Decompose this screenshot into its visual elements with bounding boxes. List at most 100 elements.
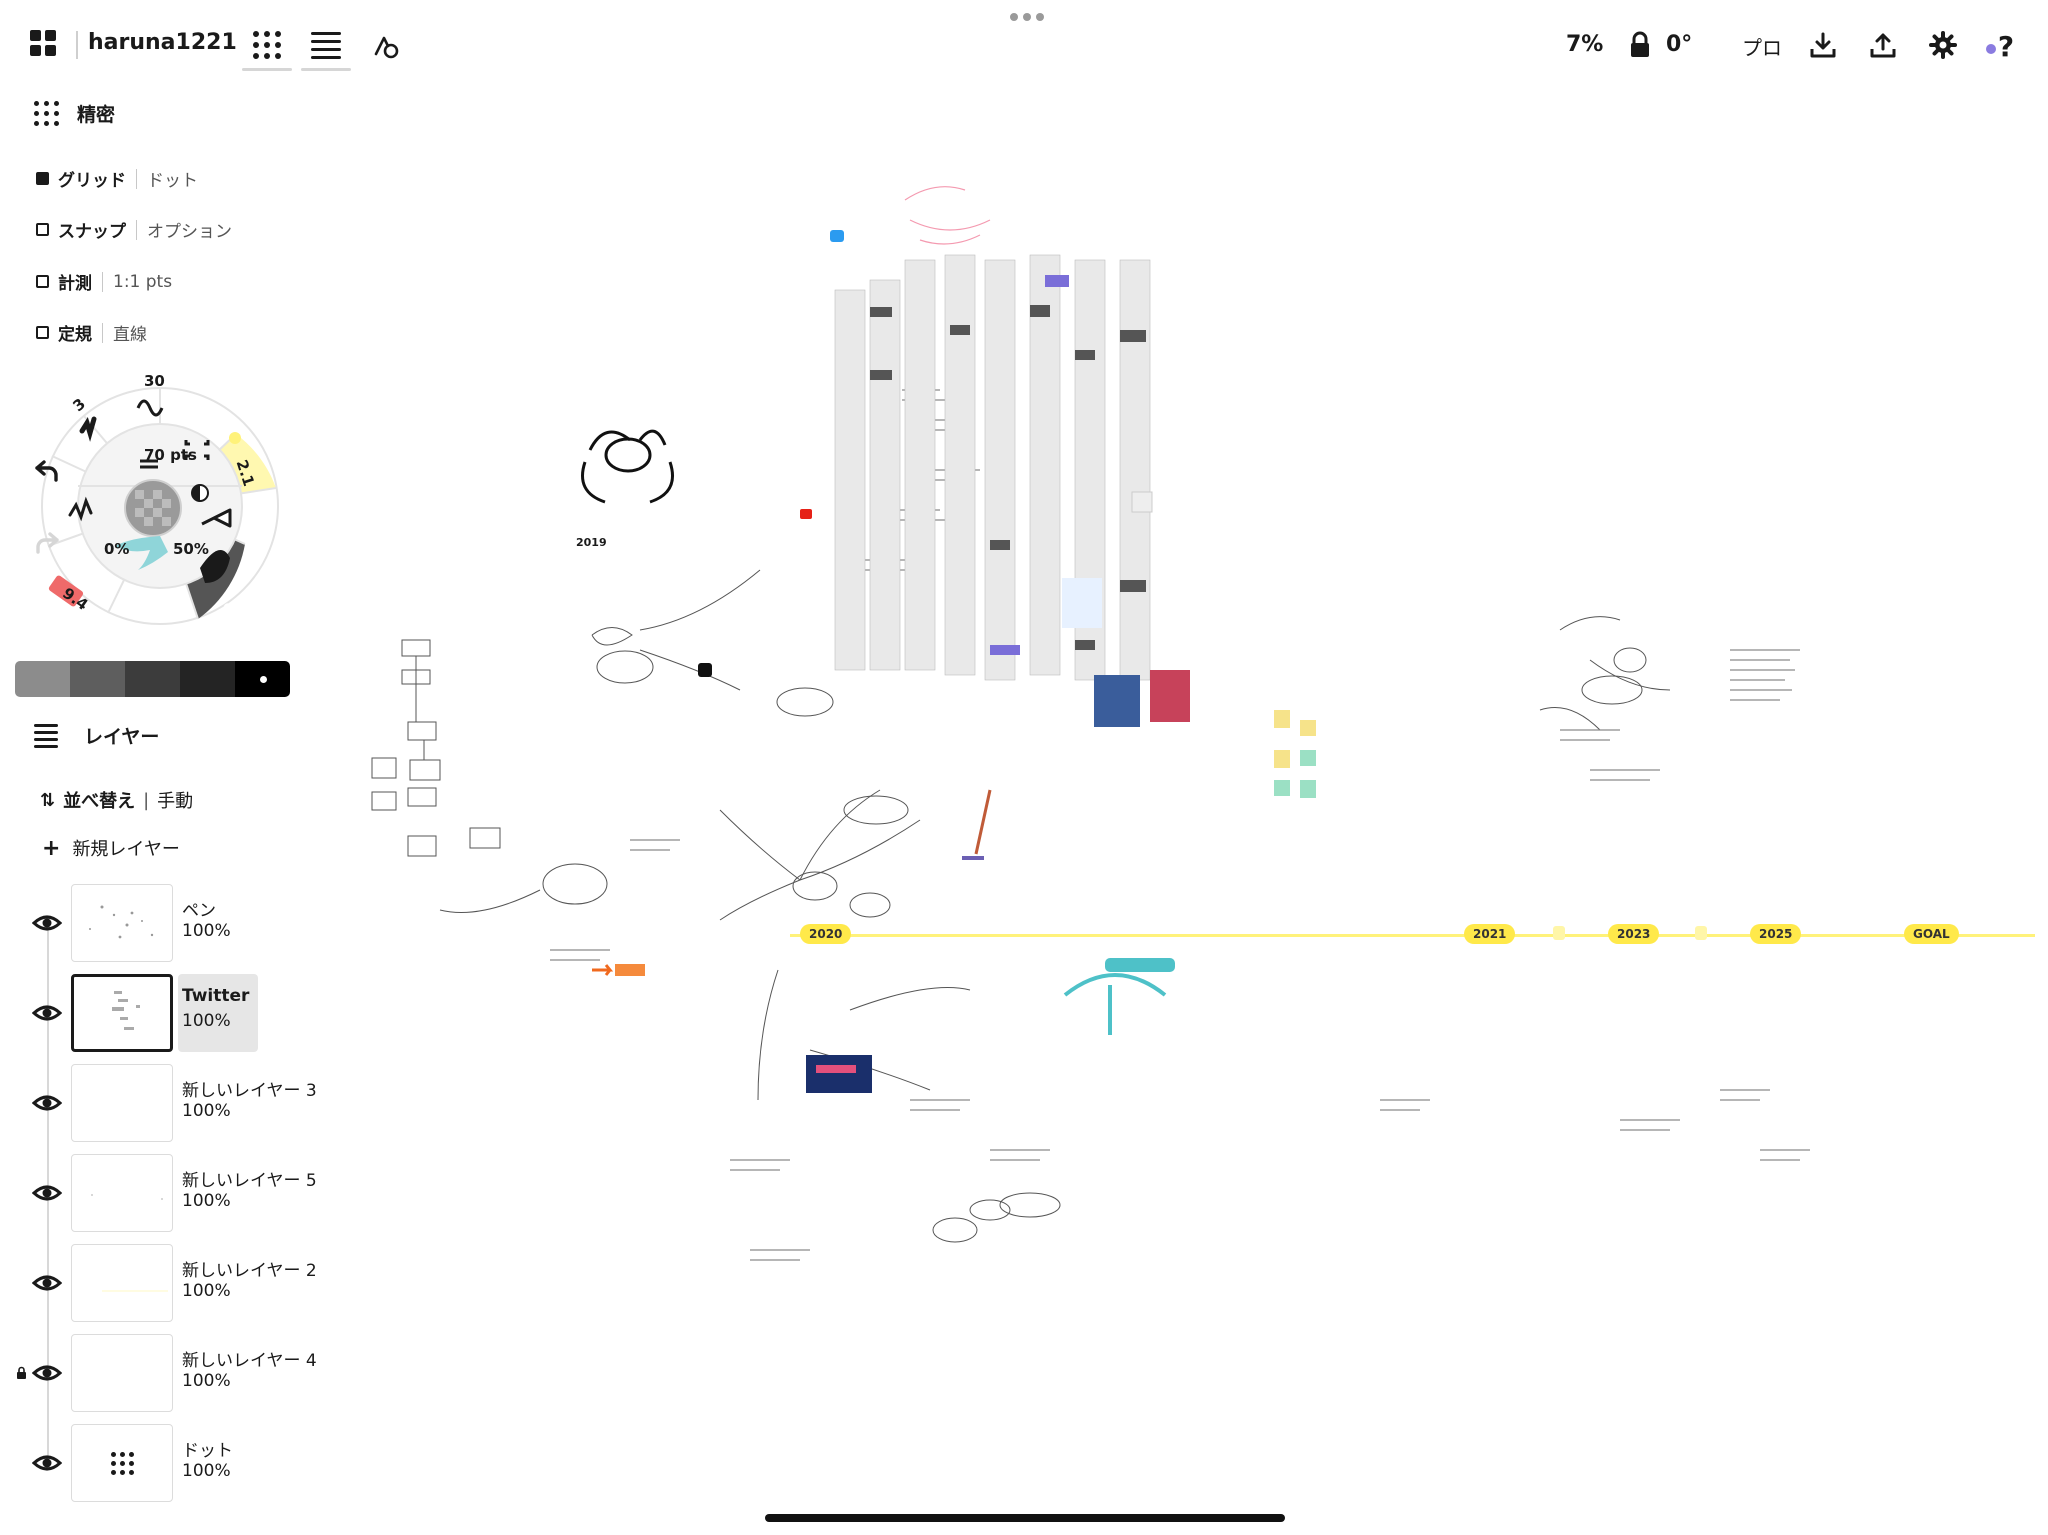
layer-opacity: 100% bbox=[182, 1101, 231, 1121]
lock-icon[interactable] bbox=[16, 1366, 27, 1379]
layer-opacity: 100% bbox=[182, 1281, 231, 1301]
rotation-value[interactable]: 0° bbox=[1666, 32, 1693, 57]
measure-option[interactable]: 計測 1:1 pts bbox=[36, 269, 172, 294]
swatch-2[interactable] bbox=[70, 661, 125, 697]
help-button[interactable]: ? bbox=[1984, 29, 2018, 63]
precision-dots-icon bbox=[34, 101, 59, 126]
swatch-selected-dot bbox=[259, 676, 267, 683]
layer-row-new-2[interactable]: 新しいレイヤー 2 100% bbox=[0, 1244, 320, 1324]
download-icon bbox=[1810, 32, 1836, 58]
layer-thumbnail[interactable] bbox=[71, 1064, 173, 1142]
layer-row-new-5[interactable]: 新しいレイヤー 5 100% bbox=[0, 1154, 320, 1234]
eye-icon[interactable] bbox=[32, 1360, 62, 1386]
eye-icon[interactable] bbox=[32, 1450, 62, 1476]
layer-row-pen[interactable]: ペン 100% bbox=[0, 884, 320, 964]
ruler-checkbox[interactable] bbox=[36, 326, 49, 339]
canvas[interactable]: 2019 bbox=[330, 90, 2048, 1500]
precision-header[interactable]: 精密 bbox=[34, 100, 115, 127]
toolbar-divider bbox=[76, 31, 78, 59]
layer-name: 新しいレイヤー 4 bbox=[182, 1351, 317, 1371]
canvas-sketches bbox=[371, 186, 1810, 1261]
layer-opacity: 100% bbox=[182, 1371, 231, 1391]
youtube-icon bbox=[800, 509, 812, 519]
gallery-icon bbox=[30, 30, 56, 56]
layers-menu-button[interactable] bbox=[309, 30, 343, 60]
undo-icon bbox=[35, 460, 58, 482]
upload-button[interactable] bbox=[1868, 30, 1898, 60]
swatch-3[interactable] bbox=[125, 661, 180, 697]
eye-icon[interactable] bbox=[32, 1180, 62, 1206]
eye-icon[interactable] bbox=[32, 1000, 62, 1026]
layer-row-new-4[interactable]: 新しいレイヤー 4 100% bbox=[0, 1334, 320, 1414]
measure-checkbox[interactable] bbox=[36, 275, 49, 288]
layer-row-dots[interactable]: ドット 100% bbox=[0, 1424, 320, 1504]
ruler-value[interactable]: 直線 bbox=[113, 325, 147, 345]
sort-value[interactable]: 手動 bbox=[157, 791, 194, 812]
grid-value[interactable]: ドット bbox=[147, 171, 198, 191]
layer-row-new-3[interactable]: 新しいレイヤー 3 100% bbox=[0, 1064, 320, 1144]
measure-value[interactable]: 1:1 pts bbox=[113, 271, 173, 292]
grid-checkbox[interactable] bbox=[36, 172, 49, 185]
active-tab-indicator-2 bbox=[301, 68, 351, 71]
redo-button[interactable] bbox=[34, 530, 60, 558]
lock-button[interactable] bbox=[1628, 30, 1652, 60]
timeline-2021[interactable]: 2021 bbox=[1464, 924, 1516, 944]
layer-thumbnail[interactable] bbox=[71, 884, 173, 962]
layer-row-twitter[interactable]: Twitter 100% bbox=[0, 974, 320, 1054]
layer-thumbnail[interactable] bbox=[71, 1154, 173, 1232]
snap-value[interactable]: オプション bbox=[147, 222, 232, 242]
layer-thumbnail[interactable] bbox=[71, 974, 173, 1052]
layer-name: ペン bbox=[182, 901, 216, 921]
pro-button[interactable]: プロ bbox=[1742, 36, 1782, 60]
swatch-1[interactable] bbox=[15, 661, 70, 697]
grid-option[interactable]: グリッド ドット bbox=[36, 166, 198, 191]
layer-opacity: 100% bbox=[182, 1461, 231, 1481]
layer-opacity: 100% bbox=[182, 1011, 231, 1031]
layers-header[interactable]: レイヤー bbox=[34, 722, 159, 749]
document-title[interactable]: haruna1221 bbox=[88, 30, 237, 55]
eye-icon[interactable] bbox=[32, 1090, 62, 1116]
timeline-2023[interactable]: 2023 bbox=[1608, 924, 1660, 944]
ruler-option[interactable]: 定規 直線 bbox=[36, 320, 147, 345]
home-indicator[interactable] bbox=[765, 1514, 1285, 1522]
layer-thumbnail[interactable] bbox=[71, 1424, 173, 1502]
new-layer-button[interactable]: + 新規レイヤー bbox=[42, 835, 180, 861]
timeline-2020[interactable]: 2020 bbox=[800, 924, 852, 944]
timeline-2025[interactable]: 2025 bbox=[1750, 924, 1802, 944]
eye-icon[interactable] bbox=[32, 1270, 62, 1296]
tool-wheel[interactable]: 30 3 2.1 9.4 70 70 pts 0% 50% bbox=[40, 368, 290, 643]
layer-thumbnail[interactable] bbox=[71, 1334, 173, 1412]
download-button[interactable] bbox=[1808, 30, 1838, 60]
layers-title: レイヤー bbox=[84, 726, 160, 748]
active-tab-indicator bbox=[242, 68, 292, 71]
eye-icon[interactable] bbox=[32, 910, 62, 936]
shapes-button[interactable] bbox=[370, 30, 402, 62]
timeline-tick bbox=[1553, 926, 1565, 940]
top-toolbar: haruna1221 7% 0° プロ bbox=[0, 0, 2048, 90]
smoothing-value[interactable]: 30 bbox=[144, 372, 165, 390]
swatch-5[interactable] bbox=[235, 661, 290, 697]
plus-icon: + bbox=[42, 835, 61, 861]
stroke-size-readout[interactable]: 70 pts bbox=[144, 446, 197, 464]
drag-handle[interactable] bbox=[1010, 13, 1044, 21]
layer-thumbnail[interactable] bbox=[71, 1244, 173, 1322]
color-swatches bbox=[15, 661, 290, 697]
precision-menu-button[interactable] bbox=[252, 30, 282, 60]
layer-selected-highlight bbox=[178, 974, 258, 1052]
opacity-min[interactable]: 0% bbox=[104, 540, 130, 558]
ruler-label: 定規 bbox=[58, 325, 92, 345]
help-icon: ? bbox=[1997, 29, 2015, 63]
swatch-4[interactable] bbox=[180, 661, 235, 697]
gallery-button[interactable] bbox=[30, 30, 56, 56]
settings-button[interactable] bbox=[1928, 30, 1958, 60]
opacity-max[interactable]: 50% bbox=[173, 540, 209, 558]
zoom-level[interactable]: 7% bbox=[1566, 32, 1604, 57]
snap-checkbox[interactable] bbox=[36, 223, 49, 236]
snap-option[interactable]: スナップ オプション bbox=[36, 217, 232, 242]
sort-label: 並べ替え bbox=[63, 791, 136, 812]
timeline-goal[interactable]: GOAL bbox=[1904, 924, 1959, 944]
lock-icon bbox=[1631, 31, 1649, 57]
upload-icon bbox=[1870, 33, 1896, 58]
undo-button[interactable] bbox=[34, 458, 60, 486]
sort-control[interactable]: ⇅ 並べ替え | 手動 bbox=[40, 787, 193, 813]
